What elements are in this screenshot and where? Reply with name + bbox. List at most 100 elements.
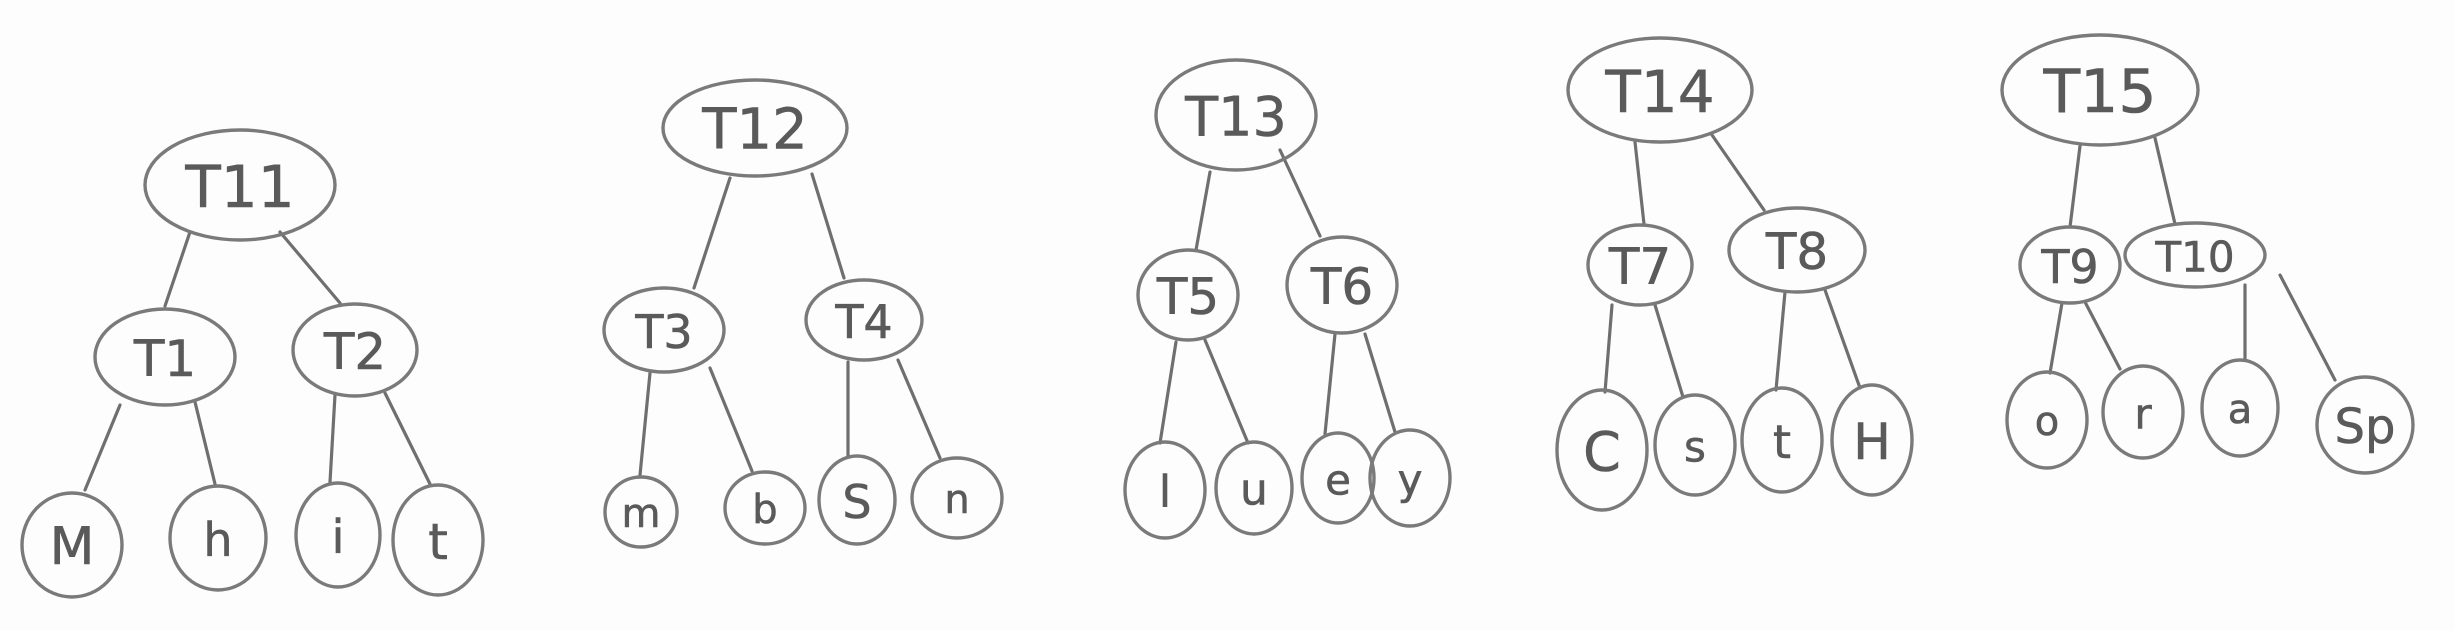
leaf-node: a [2200,358,2280,458]
edge-child-to-leaf [1158,340,1178,445]
edge-root-to-child [278,230,342,305]
internal-node: T2 [291,302,419,398]
internal-node-label: T6 [1310,258,1373,316]
leaf-node-outline [1653,393,1737,497]
internal-node: T9 [2018,225,2122,305]
edge-child-to-leaf [1823,288,1862,390]
leaf-node: t [391,483,485,597]
edge-root-to-child [163,230,192,308]
leaf-node-label: S [842,475,871,529]
leaf-node: l [1123,440,1207,540]
internal-node-outline [1136,248,1240,342]
edge-root-to-child [1194,170,1212,252]
edge-child-to-leaf [2083,300,2122,371]
leaf-node-outline [603,475,679,549]
leaf-node-outline [168,484,268,592]
leaf-node: t [1740,386,1824,494]
edge-child-to-leaf [83,403,122,492]
internal-node-label: T2 [323,323,386,381]
leaf-node: Sp [2315,375,2415,475]
edge-root-to-child [1710,133,1766,212]
leaf-node: C [1555,388,1649,512]
root-node-label: T13 [1184,86,1287,149]
leaf-node-label: m [622,491,661,537]
internal-node-label: T7 [1608,238,1671,296]
leaf-node-label: a [2228,387,2253,433]
edge-root-to-child [1633,140,1646,226]
edge-child-to-leaf [1603,303,1614,394]
root-node-label: T12 [701,98,807,163]
internal-node-outline [1285,235,1399,335]
internal-node-label: T10 [2154,233,2234,282]
root-node-label: T15 [2043,57,2157,127]
edge-root-to-child [2153,136,2177,226]
internal-node: T4 [804,278,924,362]
edge-root-to-child [692,176,732,290]
internal-node: T7 [1586,223,1694,307]
internal-node-label: T4 [834,295,892,349]
leaf-node-outline [817,454,897,546]
internal-node-outline [93,307,237,407]
leaf-node-outline [391,483,485,597]
leaf-node-label: M [50,517,95,577]
leaf-node-outline [20,491,124,599]
leaf-node-outline [910,456,1004,540]
leaf-node-label: o [2035,399,2059,445]
internal-node-label: T3 [634,305,692,359]
leaf-node: b [723,470,807,546]
internal-node-outline [2123,221,2267,289]
internal-node-outline [602,286,726,374]
leaf-node-outline [2101,364,2185,460]
internal-node: T8 [1727,206,1867,294]
internal-node: T10 [2123,221,2267,289]
leaf-node: S [817,454,897,546]
leaf-node-label: i [332,510,345,564]
edge-child-to-leaf [708,366,754,473]
leaf-node-label: t [1773,415,1791,469]
internal-node-label: T1 [133,330,196,388]
leaf-node-outline [1555,388,1649,512]
root-node-outline [2000,33,2200,147]
leaf-node-outline [294,481,382,589]
leaf-node: i [294,481,382,589]
edge-child-to-leaf [896,358,942,460]
internal-node-outline [291,302,419,398]
internal-node-outline [1586,223,1694,307]
internal-node: T6 [1285,235,1399,335]
leaf-node-outline [1740,386,1824,494]
internal-node-outline [2018,225,2122,305]
root-node-label: T11 [184,153,294,221]
leaf-node: H [1830,383,1914,497]
leaf-node: s [1653,393,1737,497]
leaf-node-outline [1214,440,1294,536]
root-node-label: T14 [1604,58,1714,126]
root-node-outline [1566,36,1754,144]
leaf-node-label: h [203,513,232,567]
leaf-node: u [1214,440,1294,536]
leaf-node: o [2005,370,2089,470]
leaf-node: e [1300,431,1376,525]
leaf-node-label: C [1583,421,1621,484]
leaf-node-outline [1300,431,1376,525]
edge-child-to-leaf [2278,273,2337,382]
leaf-node-label: b [752,487,777,533]
leaf-node-label: l [1159,467,1171,518]
leaf-node-label: Sp [2335,399,2396,455]
leaf-node-label: r [2134,390,2152,439]
edge-root-to-child [810,172,846,280]
leaf-node-outline [1368,428,1452,528]
edge-child-to-leaf [638,371,652,477]
edge-child-to-leaf [1774,290,1787,392]
edge-child-to-leaf [2048,301,2064,375]
internal-node-label: T5 [1156,268,1219,326]
leaf-node: M [20,491,124,599]
edge-child-to-leaf [193,400,217,486]
root-node: T13 [1154,58,1318,172]
root-node-outline [1154,58,1318,172]
edge-child-to-leaf [1653,303,1685,399]
leaf-node: m [603,475,679,549]
root-node-outline [143,128,337,242]
